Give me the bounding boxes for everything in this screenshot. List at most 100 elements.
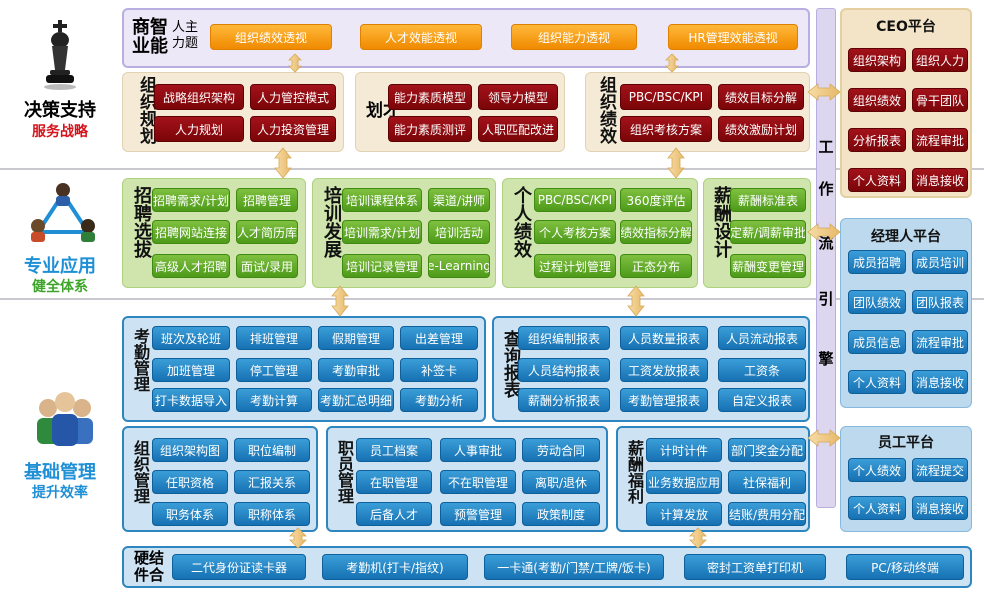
hardware-item[interactable]: 二代身份证读卡器 bbox=[172, 554, 306, 580]
salary-item[interactable]: 薪酬标准表 bbox=[730, 188, 806, 212]
attendance-item[interactable]: 班次及轮班 bbox=[152, 326, 230, 350]
manager-item[interactable]: 成员培训 bbox=[912, 250, 968, 274]
query-item[interactable]: 工资条 bbox=[718, 358, 806, 382]
staff-item[interactable]: 人事审批 bbox=[440, 438, 516, 462]
hardware-item[interactable]: 考勤机(打卡/指纹) bbox=[322, 554, 468, 580]
staff-item[interactable]: 劳动合同 bbox=[522, 438, 600, 462]
welfare-item[interactable]: 结账/费用分配 bbox=[728, 502, 806, 526]
manager-item[interactable]: 团队绩效 bbox=[848, 290, 906, 314]
staff-item[interactable]: 在职管理 bbox=[356, 470, 432, 494]
orgmgmt-item[interactable]: 汇报关系 bbox=[234, 470, 310, 494]
org-plan-item[interactable]: 人力规划 bbox=[154, 116, 244, 142]
training-item[interactable]: e-Learning bbox=[428, 254, 490, 278]
training-item[interactable]: 培训记录管理 bbox=[342, 254, 422, 278]
ceo-item[interactable]: 组织架构 bbox=[848, 48, 906, 72]
perf-item[interactable]: PBC/BSC/KPI bbox=[534, 188, 616, 212]
salary-item[interactable]: 薪酬变更管理 bbox=[730, 254, 806, 278]
welfare-item[interactable]: 部门奖金分配 bbox=[728, 438, 806, 462]
staff-item[interactable]: 预警管理 bbox=[440, 502, 516, 526]
manager-item[interactable]: 团队报表 bbox=[912, 290, 968, 314]
ceo-item[interactable]: 流程审批 bbox=[912, 128, 968, 152]
attendance-item[interactable]: 考勤分析 bbox=[400, 388, 478, 412]
talent-plan-item[interactable]: 人职匹配改进 bbox=[478, 116, 558, 142]
query-item[interactable]: 人员结构报表 bbox=[518, 358, 610, 382]
org-perf-item[interactable]: 组织考核方案 bbox=[620, 116, 712, 142]
talent-plan-item[interactable]: 能力素质测评 bbox=[388, 116, 472, 142]
ceo-item[interactable]: 骨干团队 bbox=[912, 88, 968, 112]
ceo-item[interactable]: 组织绩效 bbox=[848, 88, 906, 112]
perf-item[interactable]: 过程计划管理 bbox=[534, 254, 616, 278]
employee-item[interactable]: 流程提交 bbox=[912, 458, 968, 482]
recruit-item[interactable]: 招聘网站连接 bbox=[152, 220, 230, 244]
attendance-item[interactable]: 考勤汇总明细 bbox=[318, 388, 394, 412]
query-item[interactable]: 组织编制报表 bbox=[518, 326, 610, 350]
perf-item[interactable]: 正态分布 bbox=[620, 254, 692, 278]
ceo-item[interactable]: 个人资料 bbox=[848, 168, 906, 192]
training-item[interactable]: 培训课程体系 bbox=[342, 188, 422, 212]
org-plan-item[interactable]: 人力管控模式 bbox=[250, 84, 336, 110]
manager-item[interactable]: 成员招聘 bbox=[848, 250, 906, 274]
org-perf-item[interactable]: 绩效激励计划 bbox=[718, 116, 804, 142]
attendance-item[interactable]: 加班管理 bbox=[152, 358, 230, 382]
org-plan-item[interactable]: 战略组织架构 bbox=[154, 84, 244, 110]
hardware-item[interactable]: 一卡通(考勤/门禁/工牌/饭卡) bbox=[484, 554, 664, 580]
attendance-item[interactable]: 考勤审批 bbox=[318, 358, 394, 382]
manager-item[interactable]: 成员信息 bbox=[848, 330, 906, 354]
recruit-item[interactable]: 高级人才招聘 bbox=[152, 254, 230, 278]
query-item[interactable]: 自定义报表 bbox=[718, 388, 806, 412]
ceo-item[interactable]: 组织人力 bbox=[912, 48, 968, 72]
perf-item[interactable]: 绩效指标分解 bbox=[620, 220, 692, 244]
talent-plan-item[interactable]: 能力素质模型 bbox=[388, 84, 472, 110]
attendance-item[interactable]: 出差管理 bbox=[400, 326, 478, 350]
query-item[interactable]: 薪酬分析报表 bbox=[518, 388, 610, 412]
perf-item[interactable]: 360度评估 bbox=[620, 188, 692, 212]
manager-item[interactable]: 个人资料 bbox=[848, 370, 906, 394]
welfare-item[interactable]: 计算发放 bbox=[646, 502, 722, 526]
query-item[interactable]: 人员流动报表 bbox=[718, 326, 806, 350]
hardware-item[interactable]: PC/移动终端 bbox=[846, 554, 964, 580]
attendance-item[interactable]: 停工管理 bbox=[236, 358, 312, 382]
attendance-item[interactable]: 假期管理 bbox=[318, 326, 394, 350]
orgmgmt-item[interactable]: 职务体系 bbox=[152, 502, 228, 526]
salary-item[interactable]: 定薪/调薪审批 bbox=[730, 220, 806, 244]
hardware-item[interactable]: 密封工资单打印机 bbox=[684, 554, 826, 580]
attendance-item[interactable]: 打卡数据导入 bbox=[152, 388, 230, 412]
training-item[interactable]: 培训活动 bbox=[428, 220, 490, 244]
employee-item[interactable]: 个人绩效 bbox=[848, 458, 906, 482]
welfare-item[interactable]: 社保福利 bbox=[728, 470, 806, 494]
query-item[interactable]: 工资发放报表 bbox=[620, 358, 708, 382]
staff-item[interactable]: 后备人才 bbox=[356, 502, 432, 526]
recruit-item[interactable]: 面试/录用 bbox=[236, 254, 298, 278]
recruit-item[interactable]: 招聘管理 bbox=[236, 188, 298, 212]
manager-item[interactable]: 流程审批 bbox=[912, 330, 968, 354]
training-item[interactable]: 培训需求/计划 bbox=[342, 220, 422, 244]
employee-item[interactable]: 个人资料 bbox=[848, 496, 906, 520]
bi-item[interactable]: HR管理效能透视 bbox=[668, 24, 798, 50]
org-perf-item[interactable]: 绩效目标分解 bbox=[718, 84, 804, 110]
orgmgmt-item[interactable]: 组织架构图 bbox=[152, 438, 228, 462]
staff-item[interactable]: 政策制度 bbox=[522, 502, 600, 526]
org-plan-item[interactable]: 人力投资管理 bbox=[250, 116, 336, 142]
talent-plan-item[interactable]: 领导力模型 bbox=[478, 84, 558, 110]
attendance-item[interactable]: 排班管理 bbox=[236, 326, 312, 350]
perf-item[interactable]: 个人考核方案 bbox=[534, 220, 616, 244]
employee-item[interactable]: 消息接收 bbox=[912, 496, 968, 520]
staff-item[interactable]: 员工档案 bbox=[356, 438, 432, 462]
recruit-item[interactable]: 人才简历库 bbox=[236, 220, 298, 244]
bi-item[interactable]: 组织能力透视 bbox=[511, 24, 637, 50]
ceo-item[interactable]: 分析报表 bbox=[848, 128, 906, 152]
attendance-item[interactable]: 考勤计算 bbox=[236, 388, 312, 412]
welfare-item[interactable]: 计时计件 bbox=[646, 438, 722, 462]
query-item[interactable]: 人员数量报表 bbox=[620, 326, 708, 350]
org-perf-item[interactable]: PBC/BSC/KPI bbox=[620, 84, 712, 110]
attendance-item[interactable]: 补签卡 bbox=[400, 358, 478, 382]
bi-item[interactable]: 组织绩效透视 bbox=[210, 24, 332, 50]
training-item[interactable]: 渠道/讲师 bbox=[428, 188, 490, 212]
orgmgmt-item[interactable]: 职称体系 bbox=[234, 502, 310, 526]
recruit-item[interactable]: 招聘需求/计划 bbox=[152, 188, 230, 212]
orgmgmt-item[interactable]: 任职资格 bbox=[152, 470, 228, 494]
manager-item[interactable]: 消息接收 bbox=[912, 370, 968, 394]
ceo-item[interactable]: 消息接收 bbox=[912, 168, 968, 192]
welfare-item[interactable]: 业务数据应用 bbox=[646, 470, 722, 494]
query-item[interactable]: 考勤管理报表 bbox=[620, 388, 708, 412]
